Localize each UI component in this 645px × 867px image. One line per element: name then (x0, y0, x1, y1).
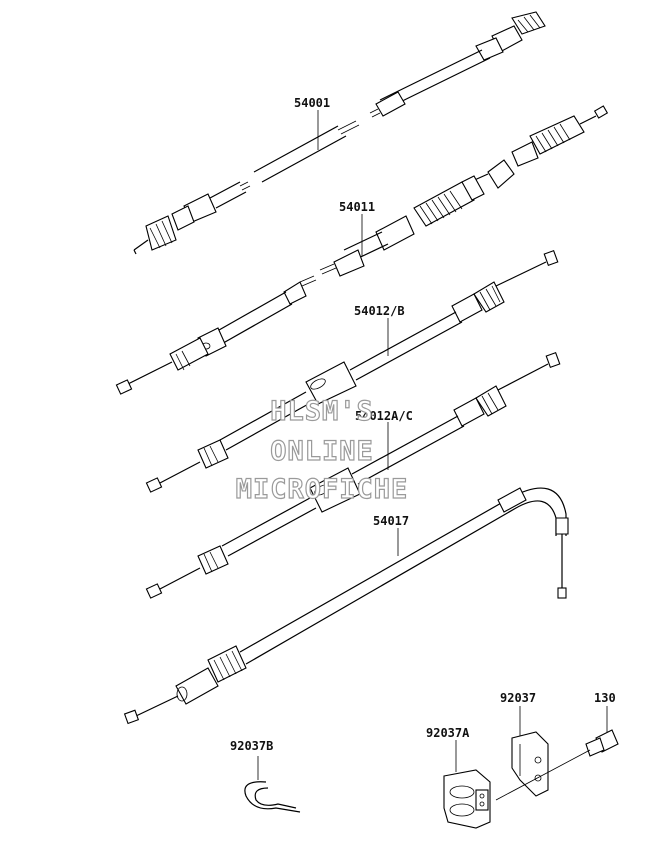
part-number-92037a[interactable]: 92037A (426, 726, 470, 740)
part-number-92037[interactable]: 92037 (500, 691, 536, 705)
part-number-54011[interactable]: 54011 (339, 200, 375, 214)
cable-54017 (123, 487, 569, 725)
watermark: HLSM'S ONLINE MICROFICHE (235, 395, 409, 505)
cable-54011 (115, 105, 609, 395)
bolt-130 (495, 706, 619, 801)
part-number-130[interactable]: 130 (594, 691, 616, 705)
cable-54001 (133, 11, 546, 255)
part-number-54012b[interactable]: 54012/B (354, 304, 405, 318)
cable-54012b (145, 249, 559, 493)
clamp-92037a (443, 740, 491, 829)
watermark-line-2: ONLINE (270, 436, 374, 467)
part-number-54001[interactable]: 54001 (294, 96, 330, 110)
clip-92037b (244, 756, 301, 813)
watermark-line-1: HLSM'S (270, 396, 374, 427)
watermark-line-3: MICROFICHE (236, 474, 409, 505)
part-number-54017[interactable]: 54017 (373, 514, 409, 528)
clamp-92037 (511, 706, 549, 797)
part-number-54012ac[interactable]: 54012A/C (355, 409, 413, 423)
cable-54012ac (145, 351, 561, 599)
part-number-92037b[interactable]: 92037B (230, 739, 273, 753)
